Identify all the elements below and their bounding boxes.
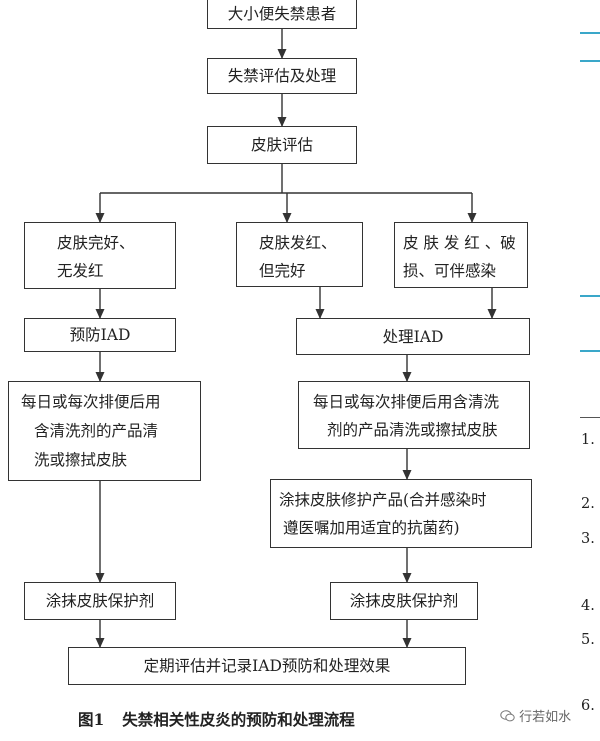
box-skin-red-intact-line1: 皮肤发红、 [259, 234, 337, 252]
edge-number-5: 5. [581, 632, 595, 648]
box-apply-repair: 涂抹皮肤修护产品(合并感染时 遵医嘱加用适宜的抗菌药) [270, 479, 532, 548]
box-right-apply-protectant: 涂抹皮肤保护剂 [330, 582, 478, 620]
edge-rule-4 [580, 350, 600, 352]
box-left-cleanse: 每日或每次排便后用 含清洗剂的产品清 洗或擦拭皮肤 [8, 381, 201, 481]
box-left-cleanse-line3: 洗或擦拭皮肤 [34, 451, 128, 469]
box-left-cleanse-line2: 含清洗剂的产品清 [34, 422, 159, 440]
figure-caption: 图1 失禁相关性皮炎的预防和处理流程 [78, 708, 355, 730]
box-treat-iad-text: 处理IAD [382, 327, 444, 346]
box-right-cleanse: 每日或每次排便后用含清洗 剂的产品清洗或擦拭皮肤 [298, 381, 530, 449]
box-incontinent-patients: 大小便失禁患者 [207, 0, 357, 29]
box-skin-red-intact: 皮肤发红、 但完好 [236, 222, 363, 287]
box-left-apply-protectant-text: 涂抹皮肤保护剂 [45, 592, 155, 610]
box-incontinent-patients-text: 大小便失禁患者 [227, 4, 337, 23]
edge-rule-2 [580, 60, 600, 62]
box-skin-assessment: 皮肤评估 [207, 126, 357, 164]
box-apply-repair-line1: 涂抹皮肤修护产品(合并感染时 [279, 491, 487, 509]
watermark-text: 行若如水 [519, 710, 572, 725]
box-left-apply-protectant: 涂抹皮肤保护剂 [24, 582, 176, 620]
box-apply-repair-line2: 遵医嘱加用适宜的抗菌药) [283, 519, 460, 537]
wechat-icon [500, 710, 515, 722]
edge-rule-5 [580, 417, 600, 418]
box-left-cleanse-line1: 每日或每次排便后用 [21, 393, 161, 411]
edge-rule-3 [580, 295, 600, 297]
box-periodic-evaluation-text: 定期评估并记录IAD预防和处理效果 [143, 657, 391, 675]
watermark: 行若如水 [500, 706, 571, 725]
box-right-apply-protectant-text: 涂抹皮肤保护剂 [349, 592, 459, 610]
edge-number-2: 2. [581, 496, 595, 512]
edge-number-1: 1. [581, 432, 595, 448]
box-skin-intact-line2: 无发红 [57, 262, 104, 280]
box-prevent-iad-text: 预防IAD [69, 326, 131, 344]
box-right-cleanse-line1: 每日或每次排便后用含清洗 [313, 393, 500, 411]
box-skin-red-broken-line1: 皮 肤 发 红 、破 [403, 234, 516, 252]
box-treat-iad: 处理IAD [296, 318, 530, 355]
box-skin-intact: 皮肤完好、 无发红 [24, 222, 176, 289]
box-skin-red-broken-line2: 损、可伴感染 [403, 262, 497, 280]
box-periodic-evaluation: 定期评估并记录IAD预防和处理效果 [68, 647, 466, 685]
box-incontinence-assessment-text: 失禁评估及处理 [227, 67, 337, 85]
edge-number-4: 4. [581, 598, 595, 614]
box-right-cleanse-line2: 剂的产品清洗或擦拭皮肤 [327, 421, 498, 439]
box-skin-red-broken: 皮 肤 发 红 、破 损、可伴感染 [394, 222, 528, 288]
edge-number-6: 6. [581, 698, 595, 714]
box-skin-red-intact-line2: 但完好 [259, 262, 306, 280]
edge-number-3: 3. [581, 531, 595, 547]
box-incontinence-assessment: 失禁评估及处理 [207, 58, 357, 94]
box-prevent-iad: 预防IAD [24, 318, 176, 352]
edge-rule-1 [580, 32, 600, 34]
figure-number: 图1 [78, 710, 105, 729]
box-skin-assessment-text: 皮肤评估 [250, 136, 313, 154]
box-skin-intact-line1: 皮肤完好、 [57, 234, 135, 252]
figure-title: 失禁相关性皮炎的预防和处理流程 [122, 710, 355, 729]
